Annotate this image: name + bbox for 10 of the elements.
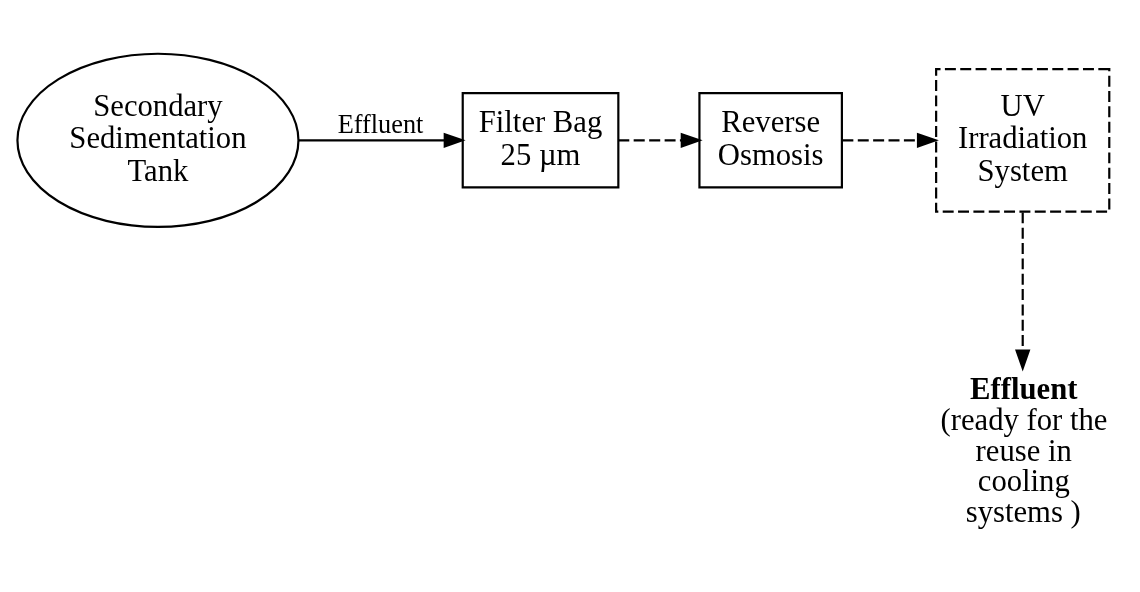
node-text: Effluent (ready for the reuse in cooling systems ) (940, 371, 1108, 529)
node-box: Reverse Osmosis (698, 91, 843, 189)
node-box: UV Irradiation System (935, 67, 1111, 213)
arrow (842, 132, 939, 148)
arrow (1015, 211, 1031, 371)
edge-label: Effluent (337, 109, 424, 139)
node-box: Filter Bag 25 µm (461, 91, 620, 189)
arrow (618, 132, 703, 148)
arrow (298, 132, 466, 148)
node-ellipse: Secondary Sedimentation Tank (16, 52, 300, 228)
